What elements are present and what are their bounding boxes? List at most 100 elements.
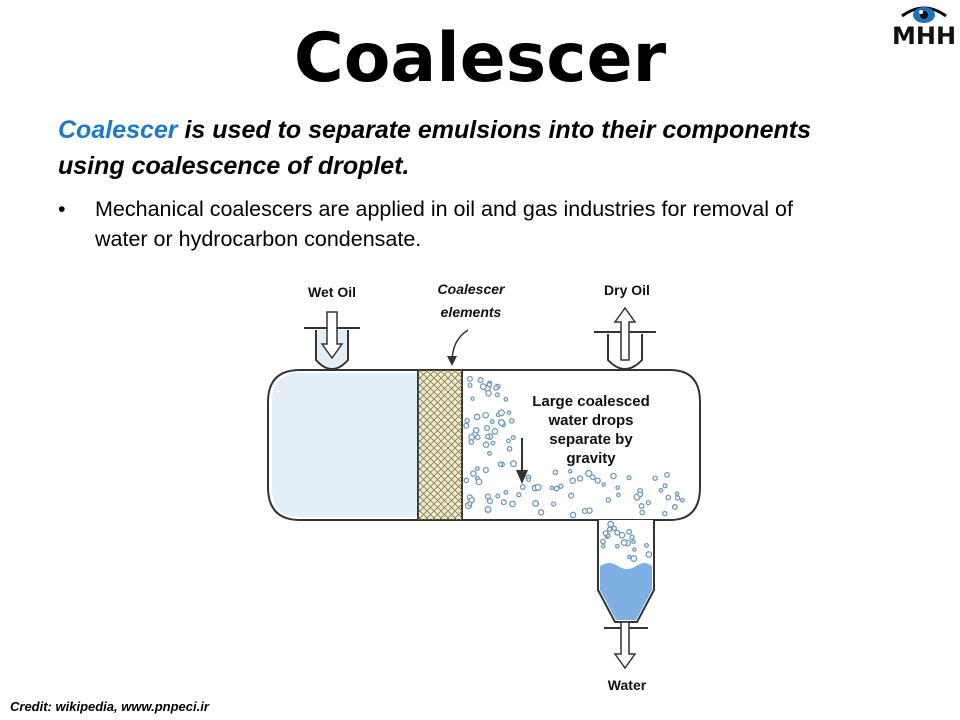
droplet <box>491 428 499 435</box>
droplet <box>553 485 560 492</box>
droplet <box>500 499 507 506</box>
droplet <box>508 417 515 424</box>
droplet <box>644 542 650 548</box>
droplet <box>497 461 504 467</box>
droplet <box>645 499 651 506</box>
droplet <box>662 510 668 517</box>
droplet <box>468 496 475 504</box>
droplet <box>631 539 636 545</box>
droplet <box>614 543 620 549</box>
droplet <box>626 528 633 535</box>
label-dry-oil: Dry Oil <box>604 282 650 298</box>
droplet <box>610 472 617 480</box>
intro-line-2: using coalescence of droplet. <box>58 152 410 180</box>
droplet <box>485 389 492 397</box>
label-coalescer-line-1: Coalescer <box>438 281 506 297</box>
page-title: Coalescer <box>293 19 667 98</box>
droplet <box>510 460 517 468</box>
droplet <box>484 506 492 513</box>
droplet <box>482 441 490 448</box>
droplet <box>490 440 496 446</box>
droplet <box>484 433 491 440</box>
droplet <box>552 469 559 476</box>
droplet <box>558 483 564 489</box>
droplet <box>605 533 611 539</box>
label-wet-oil: Wet Oil <box>308 284 356 300</box>
droplet <box>585 469 593 478</box>
droplet <box>567 468 573 474</box>
bullet-text: Mechanical coalescers are applied in oil… <box>95 194 915 254</box>
droplet <box>509 500 516 508</box>
intro-term: Coalescer <box>58 116 178 144</box>
droplet <box>479 383 487 391</box>
droplet <box>581 508 588 515</box>
droplet-field <box>463 375 685 563</box>
droplet <box>549 485 555 491</box>
droplet <box>484 425 491 432</box>
gravity-arrow-icon <box>516 438 528 484</box>
droplet <box>616 492 621 498</box>
droplet <box>534 483 542 491</box>
droplet <box>463 477 470 484</box>
droplet <box>664 471 670 478</box>
water-outlet-arrow-icon <box>613 621 637 670</box>
droplet <box>606 526 613 533</box>
droplet <box>576 475 584 482</box>
inlet-section <box>272 373 418 517</box>
droplet <box>626 475 632 481</box>
droplet <box>638 503 645 509</box>
droplet <box>503 396 509 402</box>
droplet <box>629 534 635 540</box>
droplet <box>470 470 477 477</box>
droplet <box>658 487 664 493</box>
droplet <box>505 438 511 444</box>
droplet <box>486 497 494 505</box>
droplet <box>639 509 646 516</box>
droplet <box>620 539 628 547</box>
droplet <box>474 466 480 472</box>
droplet <box>493 385 499 391</box>
eye-icon <box>901 6 947 23</box>
credit-text: Credit: wikipedia, www.pnpeci.ir <box>10 699 209 714</box>
inlet-nozzle <box>304 311 360 370</box>
droplet <box>494 392 500 398</box>
droplet <box>506 410 512 415</box>
droplet <box>466 375 473 382</box>
droplet <box>526 477 532 483</box>
droplet <box>532 500 540 507</box>
droplet <box>467 382 473 388</box>
droplet <box>497 419 506 427</box>
droplet <box>489 419 495 425</box>
droplet <box>473 427 480 434</box>
droplet <box>475 478 483 486</box>
intro-line-1: Coalescer is used to separate emulsions … <box>58 112 938 148</box>
droplet <box>569 511 577 519</box>
droplet <box>674 495 681 501</box>
droplet <box>662 483 668 489</box>
droplet <box>626 554 632 560</box>
droplet <box>487 450 492 456</box>
droplet <box>594 477 601 484</box>
droplet <box>645 551 653 558</box>
droplet <box>589 474 596 481</box>
droplet <box>550 501 557 507</box>
droplet <box>482 466 489 474</box>
droplet <box>679 497 685 503</box>
droplet <box>615 485 621 491</box>
droplet <box>601 482 606 487</box>
label-coalescer-line-2: elements <box>441 304 502 320</box>
outlet-nozzle <box>594 306 656 370</box>
droplet <box>503 489 509 495</box>
droplet <box>665 494 672 501</box>
droplet <box>674 491 680 496</box>
intro-text: Coalescer is used to separate emulsions … <box>58 112 938 184</box>
droplet <box>568 492 575 499</box>
annotation-line-1: Large coalesced <box>532 393 650 410</box>
droplet <box>473 413 481 421</box>
droplet <box>510 434 516 441</box>
droplet <box>632 547 637 552</box>
droplet <box>477 377 484 384</box>
intro-rest: is used to separate emulsions into their… <box>177 116 811 144</box>
droplet <box>618 531 626 539</box>
inlet-arrow-icon <box>320 311 344 360</box>
